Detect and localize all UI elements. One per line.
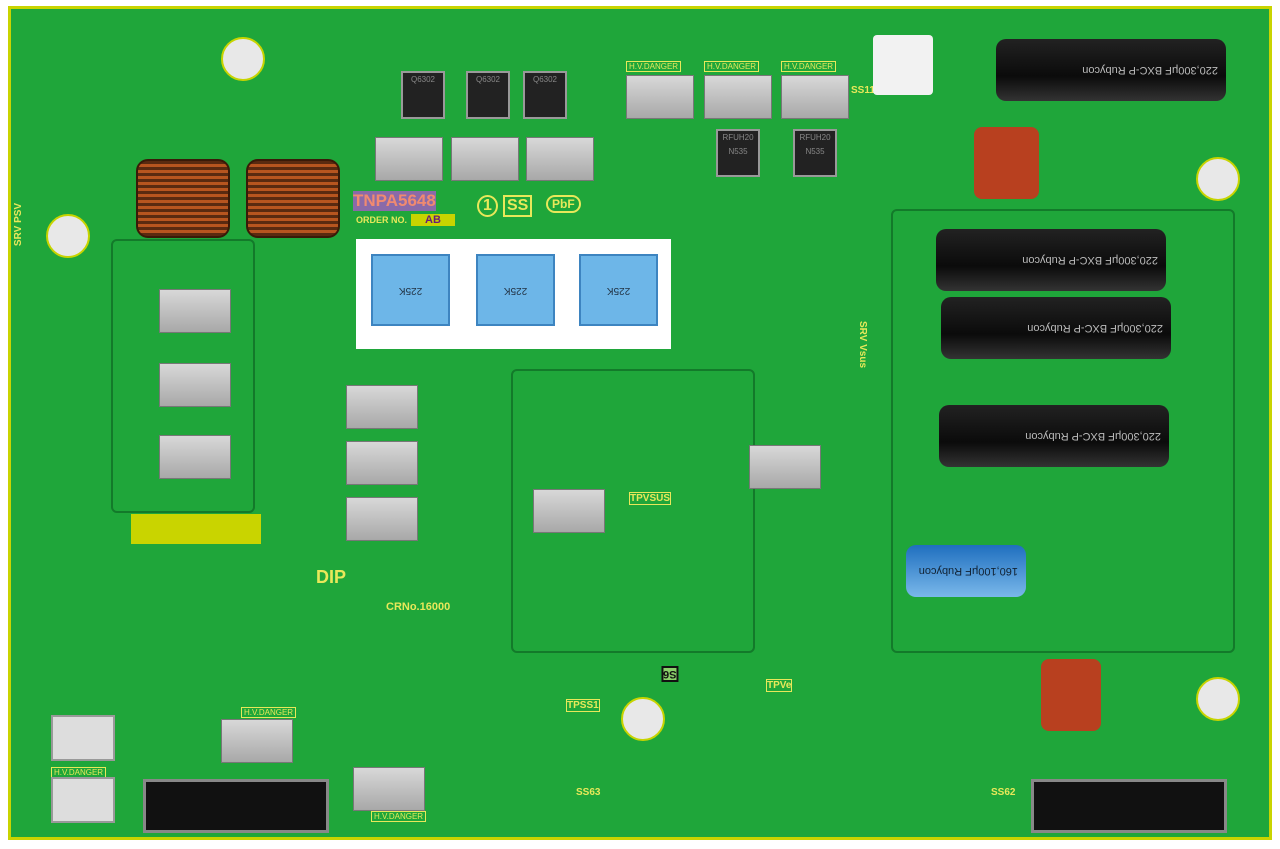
ss-mark: SS — [503, 195, 533, 217]
heatsink — [749, 445, 821, 489]
heatsink — [451, 137, 519, 181]
electrolytic-capacitor-blue: 160,100μF Rubycon — [906, 545, 1026, 597]
hv-danger-label: H.V.DANGER — [371, 811, 427, 822]
part-number: TNPA5648 — [353, 191, 436, 211]
cr-number: CRNo.16000 — [386, 601, 451, 613]
switch — [51, 777, 115, 823]
switch — [51, 715, 115, 761]
tpvsus-label: TPVSUS — [629, 492, 672, 505]
mosfet: Q6302 — [523, 71, 567, 119]
pbf-mark: PbF — [546, 195, 581, 213]
heatsink — [346, 385, 418, 429]
heatsink — [353, 767, 425, 811]
trace-region — [111, 239, 255, 513]
dip-label: DIP — [316, 567, 347, 587]
connector-ss61[interactable] — [143, 779, 329, 833]
heatsink — [781, 75, 849, 119]
mount-hole — [221, 37, 265, 81]
film-capacitor: 225K — [476, 254, 555, 326]
mosfet: Q6302 — [466, 71, 510, 119]
order-code: AB — [411, 214, 455, 226]
mount-hole — [621, 697, 665, 741]
heatsink — [375, 137, 443, 181]
ss63-label: SS63 — [576, 787, 601, 798]
heatsink — [704, 75, 772, 119]
x-capacitor — [1041, 659, 1101, 731]
order-label: ORDER NO. — [356, 215, 408, 225]
ss62-label: SS62 — [991, 787, 1016, 798]
tpve-label: TPVe — [766, 679, 793, 692]
heatsink — [159, 289, 231, 333]
mosfet: Q6302 — [401, 71, 445, 119]
inductor-coil — [246, 159, 340, 238]
heatsink — [346, 497, 418, 541]
mosfet: RFUH20 N535 — [793, 129, 837, 177]
trace-region — [511, 369, 755, 653]
film-capacitor: 225K — [579, 254, 658, 326]
tpss1-label: TPSS1 — [566, 699, 600, 712]
electrolytic-capacitor: 220,300μF BXC-P Rubycon — [939, 405, 1169, 467]
hv-danger-label: H.V.DANGER — [241, 707, 297, 718]
heatsink — [346, 441, 418, 485]
x-capacitor — [974, 127, 1039, 199]
pcb-board: TNPA5648 ORDER NO. AB 1 SS PbF 225K 225K… — [8, 6, 1272, 840]
srv-vsus-label: SRV Vsus — [857, 320, 869, 369]
heatsink — [626, 75, 694, 119]
film-capacitor: 225K — [371, 254, 450, 326]
mount-hole — [46, 214, 90, 258]
heatsink — [533, 489, 605, 533]
connector-ss62[interactable] — [1031, 779, 1227, 833]
heatsink — [221, 719, 293, 763]
yellow-silkscreen-block — [131, 514, 261, 544]
trace-region — [891, 209, 1235, 653]
heatsink — [526, 137, 594, 181]
mount-hole — [1196, 677, 1240, 721]
ss6-stamp: S6 — [661, 666, 679, 682]
ss11-label: SS11 — [851, 85, 875, 96]
hv-danger-label: H.V.DANGER — [626, 61, 682, 72]
electrolytic-capacitor: 220,300μF BXC-P Rubycon — [936, 229, 1166, 291]
inductor-coil — [136, 159, 230, 238]
electrolytic-capacitor: 220,300μF BXC-P Rubycon — [941, 297, 1171, 359]
rev-mark: 1 — [477, 195, 498, 217]
heatsink — [159, 363, 231, 407]
heatsink — [159, 435, 231, 479]
mount-hole — [1196, 157, 1240, 201]
electrolytic-capacitor: 220,300μF BXC-P Rubycon — [996, 39, 1226, 101]
srv-psv-label: SRV PSV — [13, 202, 25, 247]
hv-danger-label: H.V.DANGER — [781, 61, 837, 72]
hv-danger-label: H.V.DANGER — [704, 61, 760, 72]
mosfet: RFUH20 N535 — [716, 129, 760, 177]
connector-ss11[interactable] — [873, 35, 933, 95]
